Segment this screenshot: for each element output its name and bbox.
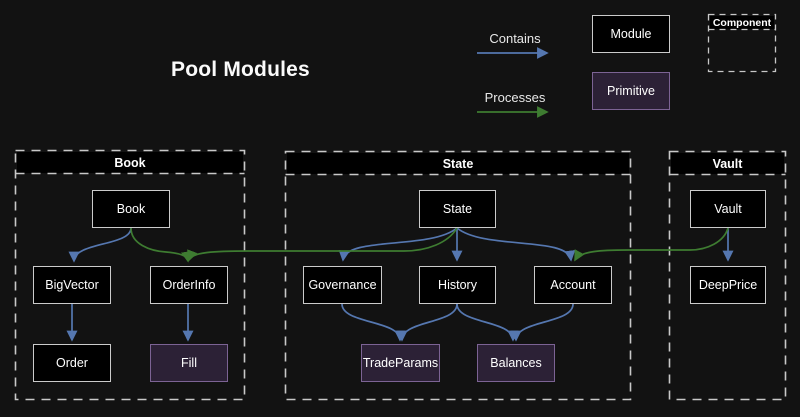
legend-primitive-label: Primitive [607, 84, 655, 98]
node-bigvector-label: BigVector [45, 278, 99, 292]
legend-component-box: Component [710, 16, 774, 29]
node-tradeparams-label: TradeParams [362, 356, 439, 370]
legend-processes-label: Processes [484, 90, 546, 105]
node-governance: Governance [303, 266, 382, 304]
node-fill: Fill [150, 344, 228, 382]
edge-governance-tradeparams [341, 303, 406, 342]
container-state-outline [284, 150, 632, 401]
container-vault-titlebar: Vault [671, 153, 784, 174]
container-book-label: Book [114, 155, 146, 170]
edge-book-bigvector [68, 227, 132, 263]
node-orderinfo: OrderInfo [150, 266, 228, 304]
container-vault-outline [668, 150, 787, 401]
legend-module-label: Module [610, 27, 652, 41]
node-orderinfo-label: OrderInfo [162, 278, 216, 292]
node-state: State [419, 190, 496, 228]
node-book-label: Book [116, 202, 146, 216]
legend-primitive-box: Primitive [592, 72, 670, 110]
edge-book-orderinfo [130, 227, 192, 263]
legend-component-outline [707, 13, 777, 73]
node-balances: Balances [477, 344, 555, 382]
node-bigvector: BigVector [33, 266, 111, 304]
edge-state-governance [338, 227, 458, 262]
node-order-label: Order [56, 356, 88, 370]
node-account-label: Account [550, 278, 596, 292]
node-governance-label: Governance [308, 278, 377, 292]
legend-component-label: Component [712, 16, 772, 29]
legend-module-box: Module [592, 15, 670, 53]
node-history: History [419, 266, 496, 304]
edge-state-orderinfo [187, 227, 458, 262]
edge-vault-account [574, 227, 729, 262]
node-state-label: State [442, 202, 473, 216]
node-fill-label: Fill [181, 356, 197, 370]
node-vault-label: Vault [714, 202, 742, 216]
legend-contains-label: Contains [489, 31, 541, 46]
node-deepprice-label: DeepPrice [698, 278, 758, 292]
node-deepprice: DeepPrice [690, 266, 766, 304]
node-account: Account [534, 266, 612, 304]
container-state-titlebar: State [287, 153, 629, 174]
container-book-outline [14, 149, 246, 401]
node-balances-label: Balances [490, 356, 542, 370]
edge-history-balances [456, 303, 519, 342]
container-book-titlebar: Book [17, 152, 243, 173]
node-book: Book [92, 190, 170, 228]
node-vault: Vault [690, 190, 766, 228]
edge-state-account [456, 227, 576, 262]
page-title: Pool Modules [171, 58, 310, 81]
node-tradeparams: TradeParams [361, 344, 440, 382]
container-vault-label: Vault [712, 156, 743, 171]
node-order: Order [33, 344, 111, 382]
edge-account-balances [510, 303, 574, 342]
node-history-label: History [438, 278, 477, 292]
container-state-label: State [442, 156, 474, 171]
edge-history-tradeparams [396, 303, 458, 342]
